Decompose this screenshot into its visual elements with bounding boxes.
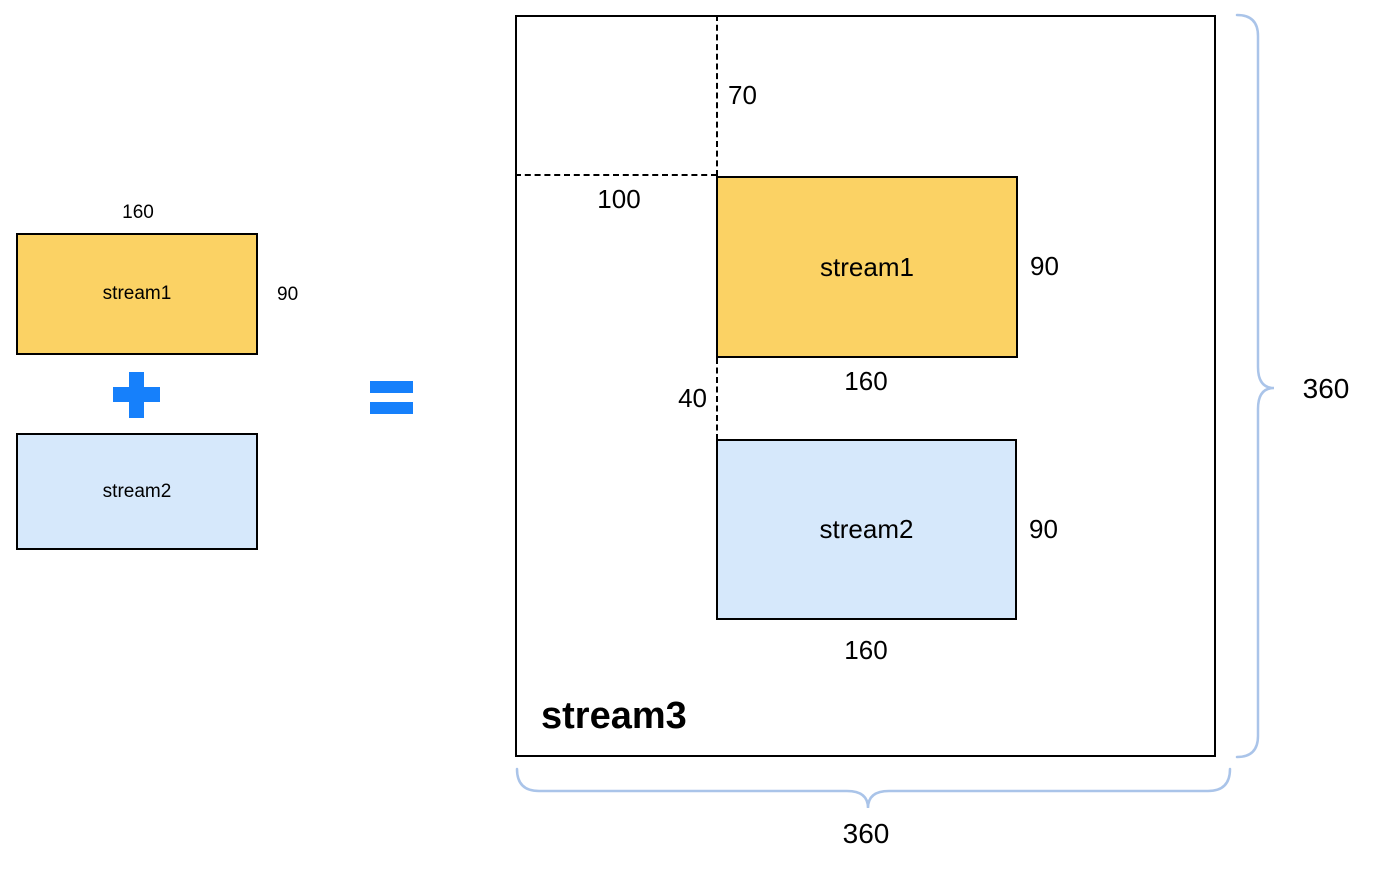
offset-top-label: 70: [728, 80, 757, 110]
width-brace: [515, 767, 1232, 809]
equals-icon-topbar: [370, 381, 413, 393]
left-stream2-label: stream2: [102, 480, 172, 502]
offset-top-dashed-line: [716, 15, 718, 176]
composite-stream1-box: stream1: [716, 176, 1018, 358]
composite-stream2-box: stream2: [716, 439, 1017, 620]
composite-stream1-height-label: 90: [1030, 251, 1059, 281]
total-height-label: 360: [1302, 373, 1350, 404]
total-width-label: 360: [842, 818, 890, 849]
equals-icon: [370, 381, 413, 414]
left-stream1-height-label: 90: [277, 284, 299, 305]
composite-stream1-label: stream1: [820, 251, 914, 282]
height-brace: [1235, 13, 1275, 759]
left-stream1-box: stream1: [16, 233, 258, 355]
gap-label: 40: [678, 383, 707, 413]
left-stream1-label: stream1: [102, 283, 172, 304]
left-stream2-box: stream2: [16, 433, 258, 550]
stream3-title: stream3: [541, 695, 687, 737]
composite-stream2-label: stream2: [819, 514, 914, 544]
plus-icon: [113, 372, 160, 418]
plus-icon-vbar: [129, 372, 144, 418]
stream3-container-box: [515, 15, 1216, 757]
composite-stream1-width-label: 160: [844, 366, 888, 396]
composite-stream2-height-label: 90: [1029, 514, 1058, 544]
gap-dashed-line: [716, 358, 718, 440]
offset-left-dashed-line: [515, 174, 717, 176]
equals-icon-bottombar: [370, 402, 413, 414]
left-stream1-width-label: 160: [122, 202, 154, 223]
composite-stream2-width-label: 160: [844, 635, 888, 665]
offset-left-label: 100: [597, 184, 641, 214]
